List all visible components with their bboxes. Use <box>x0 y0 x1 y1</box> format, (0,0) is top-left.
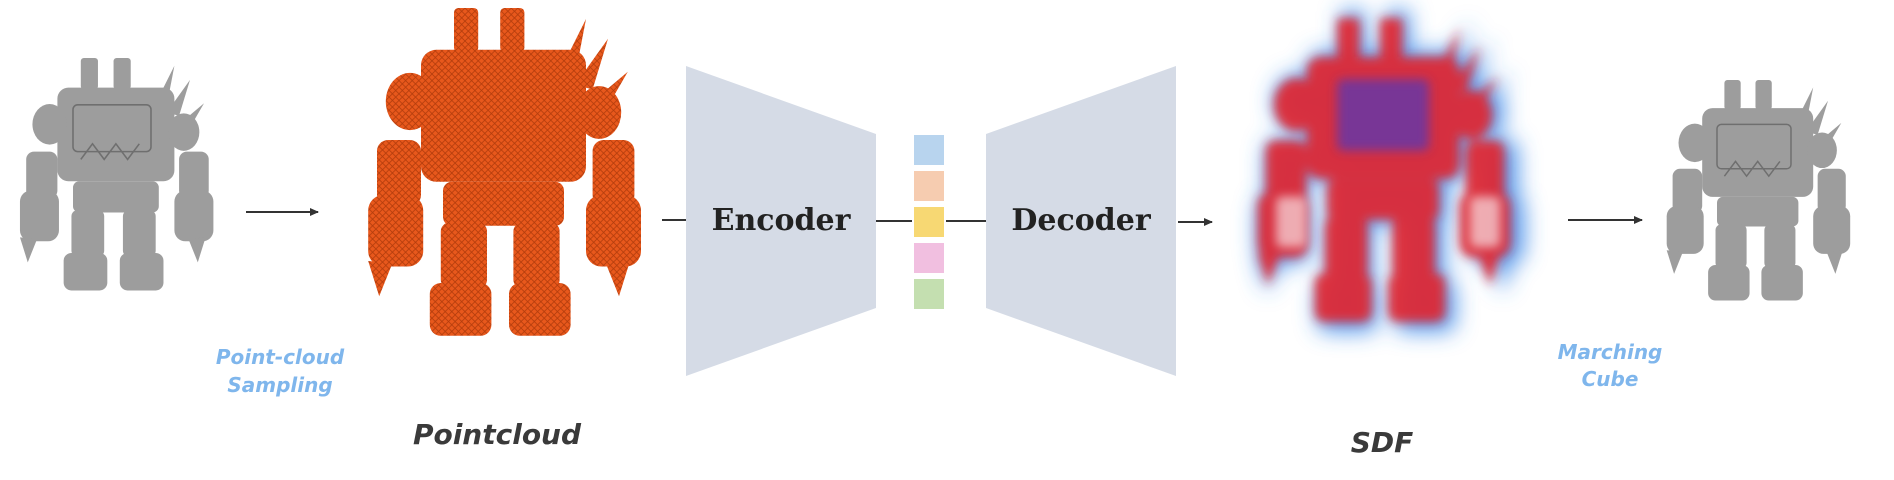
input-mesh-icon <box>19 58 214 291</box>
latent-code-4 <box>914 243 944 273</box>
sampling-label-line2: Sampling <box>227 373 332 397</box>
decoder-label: Decoder <box>1011 203 1151 238</box>
latent-codes <box>914 135 944 309</box>
sdf-label: SDF <box>1351 426 1414 459</box>
pointcloud-robot-icon <box>368 8 641 336</box>
marching-label-line2: Cube <box>1582 367 1639 391</box>
latent-code-1 <box>914 135 944 165</box>
output-mesh-icon <box>1666 80 1851 301</box>
sdf-robot-icon <box>1256 10 1525 332</box>
encoder-label: Encoder <box>712 203 852 238</box>
latent-code-3 <box>914 207 944 237</box>
latent-code-5 <box>914 279 944 309</box>
encoder-block <box>686 66 876 376</box>
sampling-label-line1: Point-cloud <box>216 345 345 369</box>
marching-label-line1: Marching <box>1558 340 1663 364</box>
pointcloud-label: Pointcloud <box>413 418 582 451</box>
latent-code-2 <box>914 171 944 201</box>
decoder-block <box>986 66 1176 376</box>
